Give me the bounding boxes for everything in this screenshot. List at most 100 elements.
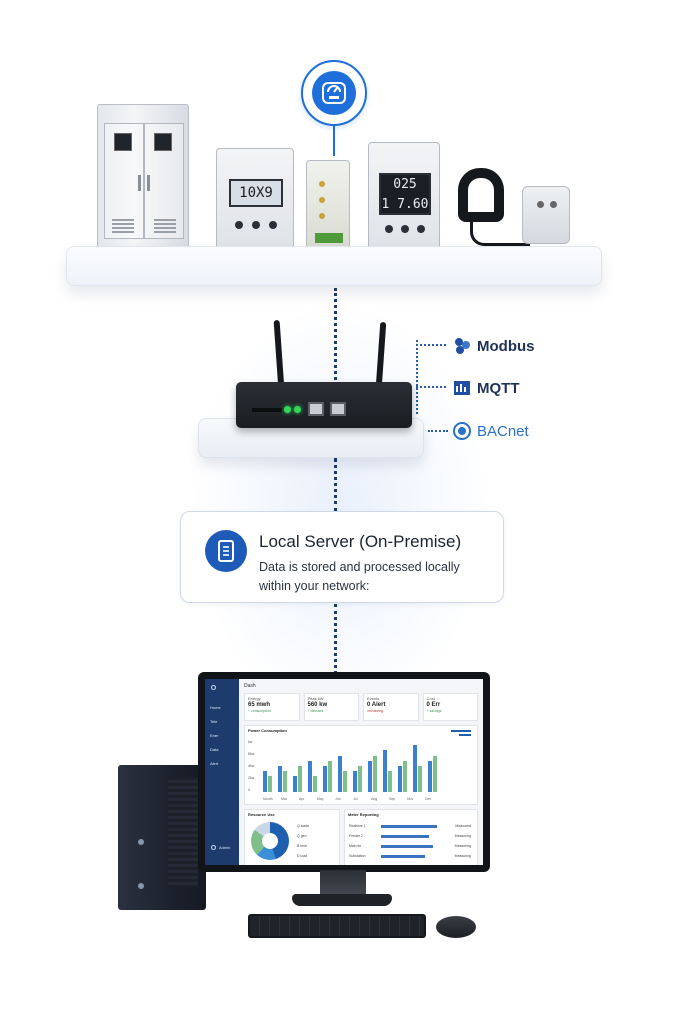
kpi-label: Events <box>367 696 380 701</box>
iot-gateway <box>236 382 412 428</box>
x-tick-label: Month <box>263 797 273 801</box>
monitor-stand <box>320 870 366 896</box>
kpi-card[interactable]: Cost 0 Err + savings <box>422 693 478 721</box>
user-icon[interactable] <box>211 845 216 850</box>
nav-item-tele[interactable]: Tele <box>210 719 218 724</box>
nav-item-home[interactable]: Home <box>210 705 221 710</box>
x-tick-label: May <box>317 797 324 801</box>
chart-bar[interactable] <box>283 771 287 792</box>
donut-legend-item: Q gen <box>297 834 307 838</box>
donut-chart[interactable] <box>251 822 289 860</box>
din-rail-module <box>306 160 350 250</box>
dashboard-sidebar: Home Tele Ener Data Alert Admin <box>205 679 239 865</box>
chart-bar[interactable] <box>403 760 407 792</box>
chart-bar[interactable] <box>263 771 267 792</box>
y-tick-label: 2kw <box>248 776 255 780</box>
table-row-name: Realtime 1 <box>349 824 366 828</box>
y-tick-label: 8kw <box>248 752 255 756</box>
nav-item-alert[interactable]: Alert <box>210 761 219 766</box>
kpi-label: Cost <box>426 696 435 701</box>
y-tick-label: kw <box>248 740 253 744</box>
chart-bar[interactable] <box>353 771 357 792</box>
protocol-modbus: Modbus <box>452 336 535 356</box>
chart-bar[interactable] <box>413 745 417 792</box>
kpi-card[interactable]: Events 0 Alert monitoring <box>363 693 419 721</box>
current-transformer-clamp <box>458 168 504 222</box>
chart-bar[interactable] <box>313 776 317 792</box>
kpi-value: 560 kw <box>307 702 328 708</box>
chart-legend-line <box>459 734 471 736</box>
connector-line-top <box>334 288 337 398</box>
chart-bar[interactable] <box>268 776 272 792</box>
devices-shelf <box>66 246 602 286</box>
chart-bar[interactable] <box>398 766 402 792</box>
kpi-card[interactable]: Peak kW 560 kw + demand <box>303 693 359 721</box>
mqtt-icon <box>452 378 472 398</box>
protocol-connector-bacnet <box>428 430 448 432</box>
plug-sensor <box>522 186 570 244</box>
connector-line-bottom <box>334 604 337 674</box>
chart-bar[interactable] <box>298 766 302 792</box>
meter-display-line-1: 025 <box>393 177 417 192</box>
meter-table-panel: Meter Reporting Realtime 1 Measured Feed… <box>344 809 478 865</box>
y-tick-label: 4kw <box>248 764 255 768</box>
background-glow <box>190 300 490 720</box>
y-tick-label: 0 <box>248 788 250 792</box>
chart-bar[interactable] <box>373 755 377 792</box>
kpi-row: Energy 65 mwh + consumption Peak kW 560 … <box>244 693 478 721</box>
table-row-bar <box>381 855 425 858</box>
chart-title: Power Consumption <box>248 728 287 733</box>
table-row-status: Measuring <box>454 844 471 848</box>
dashboard-screen: Home Tele Ener Data Alert Admin Dash Ene… <box>205 679 483 865</box>
monitor-base <box>292 894 392 906</box>
chart-bar[interactable] <box>308 760 312 792</box>
table-row-name: Feeder 2 <box>349 834 364 838</box>
chart-bar[interactable] <box>428 760 432 792</box>
chart-bar[interactable] <box>278 766 282 792</box>
nav-item-ener[interactable]: Ener <box>210 733 219 738</box>
electrical-cabinet <box>97 104 189 250</box>
chart-legend-line <box>451 730 471 732</box>
local-server-card: Local Server (On-Premise) Data is stored… <box>180 511 504 603</box>
chart-bar[interactable] <box>383 750 387 792</box>
kpi-card[interactable]: Energy 65 mwh + consumption <box>244 693 300 721</box>
meter-display: 10X9 <box>229 179 283 207</box>
nav-footer[interactable]: Admin <box>219 845 231 850</box>
table-row-status: Measuring <box>454 854 471 858</box>
nav-item-data[interactable]: Data <box>210 747 219 752</box>
chart-bar[interactable] <box>433 755 437 792</box>
bacnet-icon <box>452 421 472 441</box>
server-document-icon <box>205 530 247 572</box>
table-row-name: Substation <box>349 854 366 858</box>
multifunction-power-meter: 025 1 7.60 <box>368 142 440 252</box>
kpi-label: Energy <box>248 696 261 701</box>
chart-bar[interactable] <box>328 760 332 792</box>
bottom-panels: Resource Use Q loads Q gen B tenb D load… <box>244 805 478 865</box>
protocol-bacnet: BACnet <box>452 421 529 441</box>
mouse <box>436 916 476 938</box>
desktop-tower <box>118 765 206 910</box>
kpi-value: 0 Err <box>426 702 441 708</box>
card-title: Local Server (On-Premise) <box>259 532 462 551</box>
kpi-label: Peak kW <box>307 696 324 701</box>
chart-bar[interactable] <box>358 766 362 792</box>
connector-line-middle <box>334 458 337 512</box>
x-tick-label: Aug <box>371 797 378 801</box>
chart-bar[interactable] <box>343 771 347 792</box>
card-description: Data is stored and processed locally wit… <box>259 560 460 593</box>
chart-bar[interactable] <box>388 771 392 792</box>
donut-legend-item: D load <box>297 854 308 858</box>
chart-bar[interactable] <box>338 755 342 792</box>
chart-bar[interactable] <box>323 766 327 792</box>
chart-bar[interactable] <box>418 766 422 792</box>
sensor-cable <box>470 222 530 246</box>
chart-bar[interactable] <box>293 776 297 792</box>
dashboard-main: Dash Energy 65 mwh + consumption Peak kW… <box>239 679 483 865</box>
dashboard-header: Dash <box>244 683 256 689</box>
badge-connector <box>333 126 335 156</box>
monitor: Home Tele Ener Data Alert Admin Dash Ene… <box>198 672 490 872</box>
x-tick-label: Dec <box>425 797 432 801</box>
protocol-connector-modbus <box>416 344 446 346</box>
chart-bar[interactable] <box>368 760 372 792</box>
protocol-connector-vertical <box>416 340 418 414</box>
